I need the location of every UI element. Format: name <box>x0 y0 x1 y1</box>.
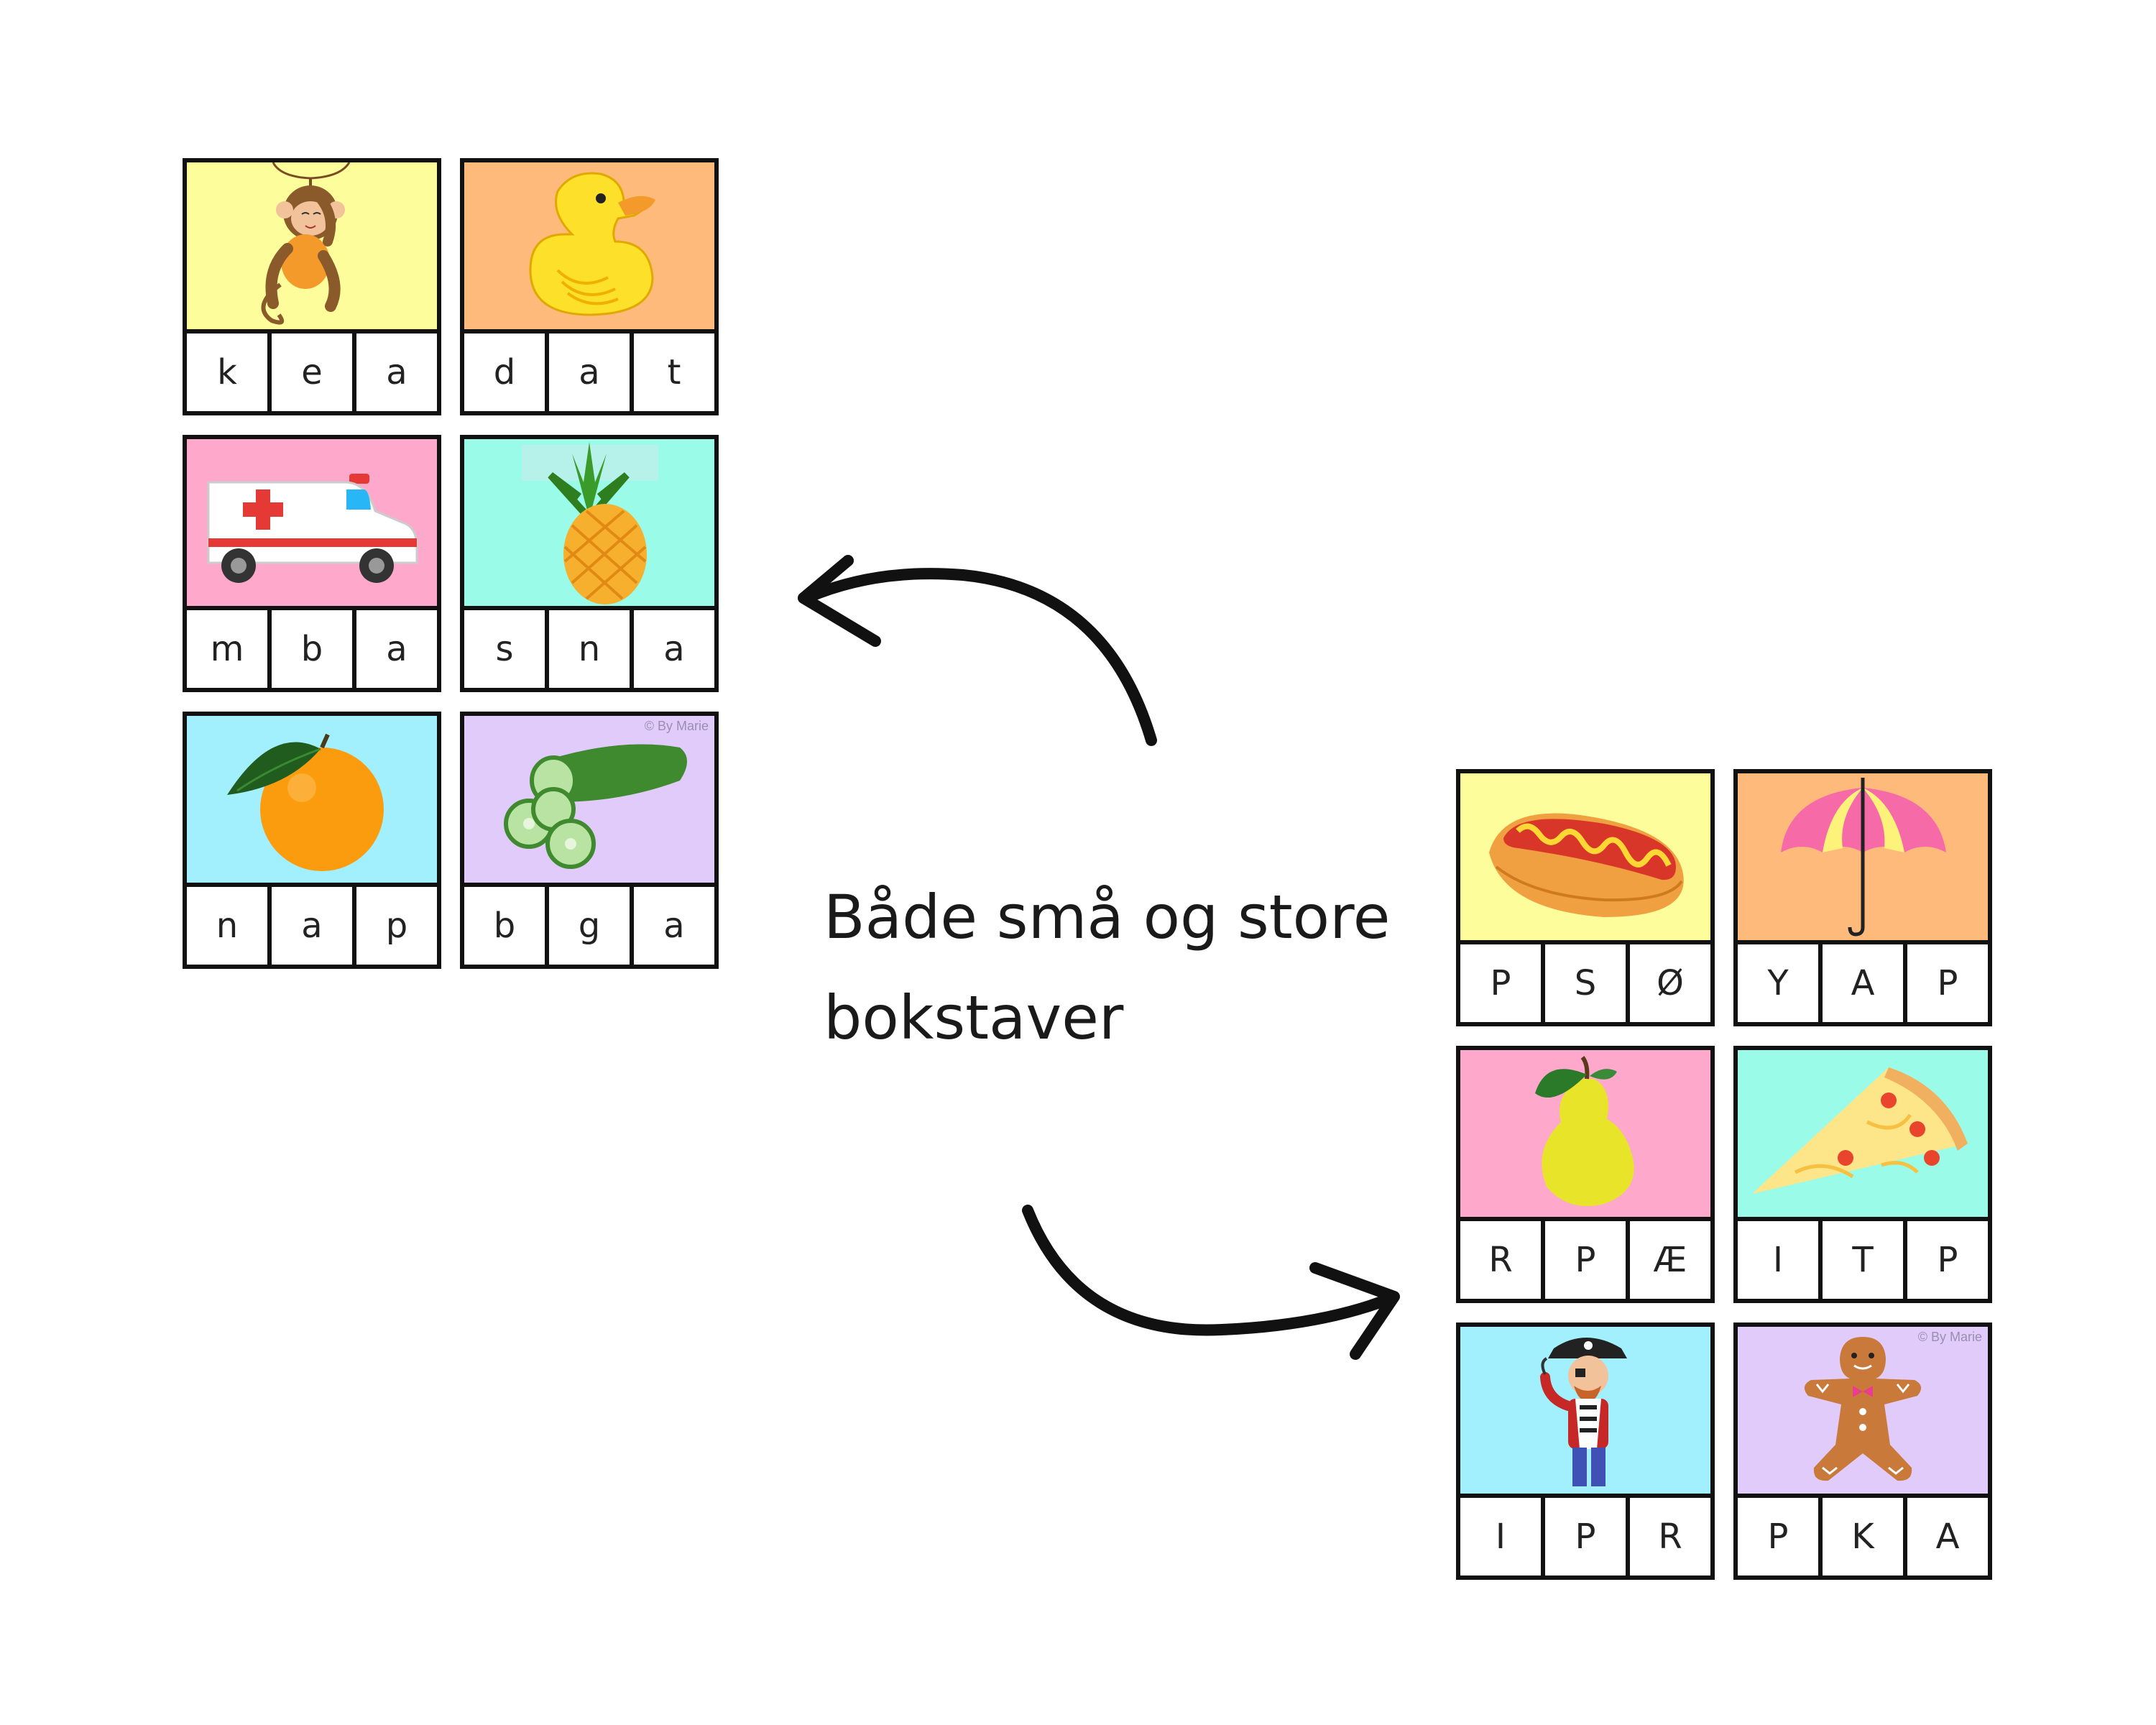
letter-cell[interactable]: R <box>1460 1221 1545 1299</box>
letter-cell[interactable]: I <box>1738 1221 1823 1299</box>
picture-panel <box>1460 1327 1710 1498</box>
letter-cell[interactable]: K <box>1823 1498 1907 1576</box>
picture-panel: © By Marie <box>464 716 714 887</box>
letter-cell[interactable]: P <box>1545 1498 1630 1576</box>
letter-row: I P R <box>1460 1498 1710 1576</box>
monkey-icon <box>261 162 351 325</box>
picture-panel <box>1460 1050 1710 1221</box>
orange-icon <box>227 733 384 871</box>
picture-panel: © By Marie <box>1738 1327 1988 1498</box>
letter-cell[interactable]: P <box>1738 1498 1823 1576</box>
letter-row: d a t <box>464 334 714 411</box>
letter-cell[interactable]: P <box>1545 1221 1630 1299</box>
copyright-label: © By Marie <box>1917 1330 1982 1344</box>
letter-cell[interactable]: Æ <box>1653 1240 1687 1280</box>
picture-panel <box>464 439 714 610</box>
letter-cell[interactable]: T <box>1823 1221 1907 1299</box>
letter-cell[interactable]: t <box>667 352 681 392</box>
card-pineapple[interactable]: s n a <box>460 435 719 692</box>
caption-text: Både små og store bokstaver <box>824 882 1391 1053</box>
card-duck[interactable]: d a t <box>460 158 719 415</box>
letter-row: I T P <box>1738 1221 1988 1299</box>
letter-cell[interactable]: s <box>464 610 549 688</box>
pineapple-icon <box>522 442 658 604</box>
letter-cell[interactable]: a <box>386 629 407 669</box>
card-pear[interactable]: R P Æ <box>1456 1046 1715 1303</box>
letter-row: Y A P <box>1738 944 1988 1022</box>
duck-icon <box>529 172 655 316</box>
letter-row: n a p <box>187 887 437 965</box>
letter-cell[interactable]: a <box>549 334 634 411</box>
gingerbread-icon <box>1804 1337 1922 1481</box>
letter-row: s n a <box>464 610 714 688</box>
letter-cell[interactable]: d <box>464 334 549 411</box>
letter-cell[interactable]: a <box>663 629 685 669</box>
picture-panel <box>1460 773 1710 944</box>
letter-cell[interactable]: A <box>1823 944 1907 1022</box>
letter-cell[interactable]: b <box>272 610 356 688</box>
card-orange[interactable]: n a p <box>183 712 441 969</box>
picture-panel <box>187 716 437 887</box>
copyright-label: © By Marie <box>644 719 709 733</box>
card-ambulance[interactable]: m b a <box>183 435 441 692</box>
picture-panel <box>187 439 437 610</box>
umbrella-icon <box>1781 778 1946 937</box>
letter-cell[interactable]: n <box>187 887 272 965</box>
letter-cell[interactable]: a <box>386 352 407 392</box>
letter-cell[interactable]: S <box>1545 944 1630 1022</box>
letter-row: k e a <box>187 334 437 411</box>
cucumber-icon <box>504 744 687 869</box>
letter-cell[interactable]: g <box>549 887 634 965</box>
card-gingerbread[interactable]: © By Marie P K A <box>1733 1322 1992 1580</box>
letter-cell[interactable]: n <box>549 610 634 688</box>
letter-cell[interactable]: Ø <box>1657 963 1684 1003</box>
letter-cell[interactable]: R <box>1658 1517 1682 1557</box>
hotdog-icon <box>1489 813 1684 917</box>
card-pizza[interactable]: I T P <box>1733 1046 1992 1303</box>
letter-cell[interactable]: A <box>1935 1517 1960 1557</box>
letter-row: b g a <box>464 887 714 965</box>
picture-panel <box>1738 1050 1988 1221</box>
pear-icon <box>1535 1056 1634 1206</box>
arrow-down-right-icon <box>1022 1205 1400 1360</box>
card-monkey[interactable]: k e a <box>183 158 441 415</box>
letter-cell[interactable]: m <box>187 610 272 688</box>
letter-cell[interactable]: k <box>187 334 272 411</box>
arrow-up-left-icon <box>798 555 1157 746</box>
letter-row: R P Æ <box>1460 1221 1710 1299</box>
card-umbrella[interactable]: Y A P <box>1733 769 1992 1026</box>
letter-cell[interactable]: a <box>272 887 356 965</box>
letter-row: P K A <box>1738 1498 1988 1576</box>
letter-cell[interactable]: P <box>1460 944 1545 1022</box>
letter-cell[interactable]: p <box>385 906 408 946</box>
pizza-icon <box>1752 1067 1968 1194</box>
card-hotdog[interactable]: P S Ø <box>1456 769 1715 1026</box>
letter-cell[interactable]: a <box>663 906 685 946</box>
letter-cell[interactable]: I <box>1460 1498 1545 1576</box>
letter-cell[interactable]: e <box>272 334 356 411</box>
card-cucumber[interactable]: © By Marie b g a <box>460 712 719 969</box>
letter-cell[interactable]: P <box>1937 963 1958 1003</box>
letter-row: P S Ø <box>1460 944 1710 1022</box>
pirate-icon <box>1540 1338 1627 1486</box>
ambulance-icon <box>207 474 418 583</box>
card-pirate[interactable]: I P R <box>1456 1322 1715 1580</box>
letter-cell[interactable]: P <box>1937 1240 1958 1280</box>
letter-cell[interactable]: Y <box>1738 944 1823 1022</box>
letter-cell[interactable]: b <box>464 887 549 965</box>
picture-panel <box>187 162 437 334</box>
letter-row: m b a <box>187 610 437 688</box>
picture-panel <box>1738 773 1988 944</box>
picture-panel <box>464 162 714 334</box>
